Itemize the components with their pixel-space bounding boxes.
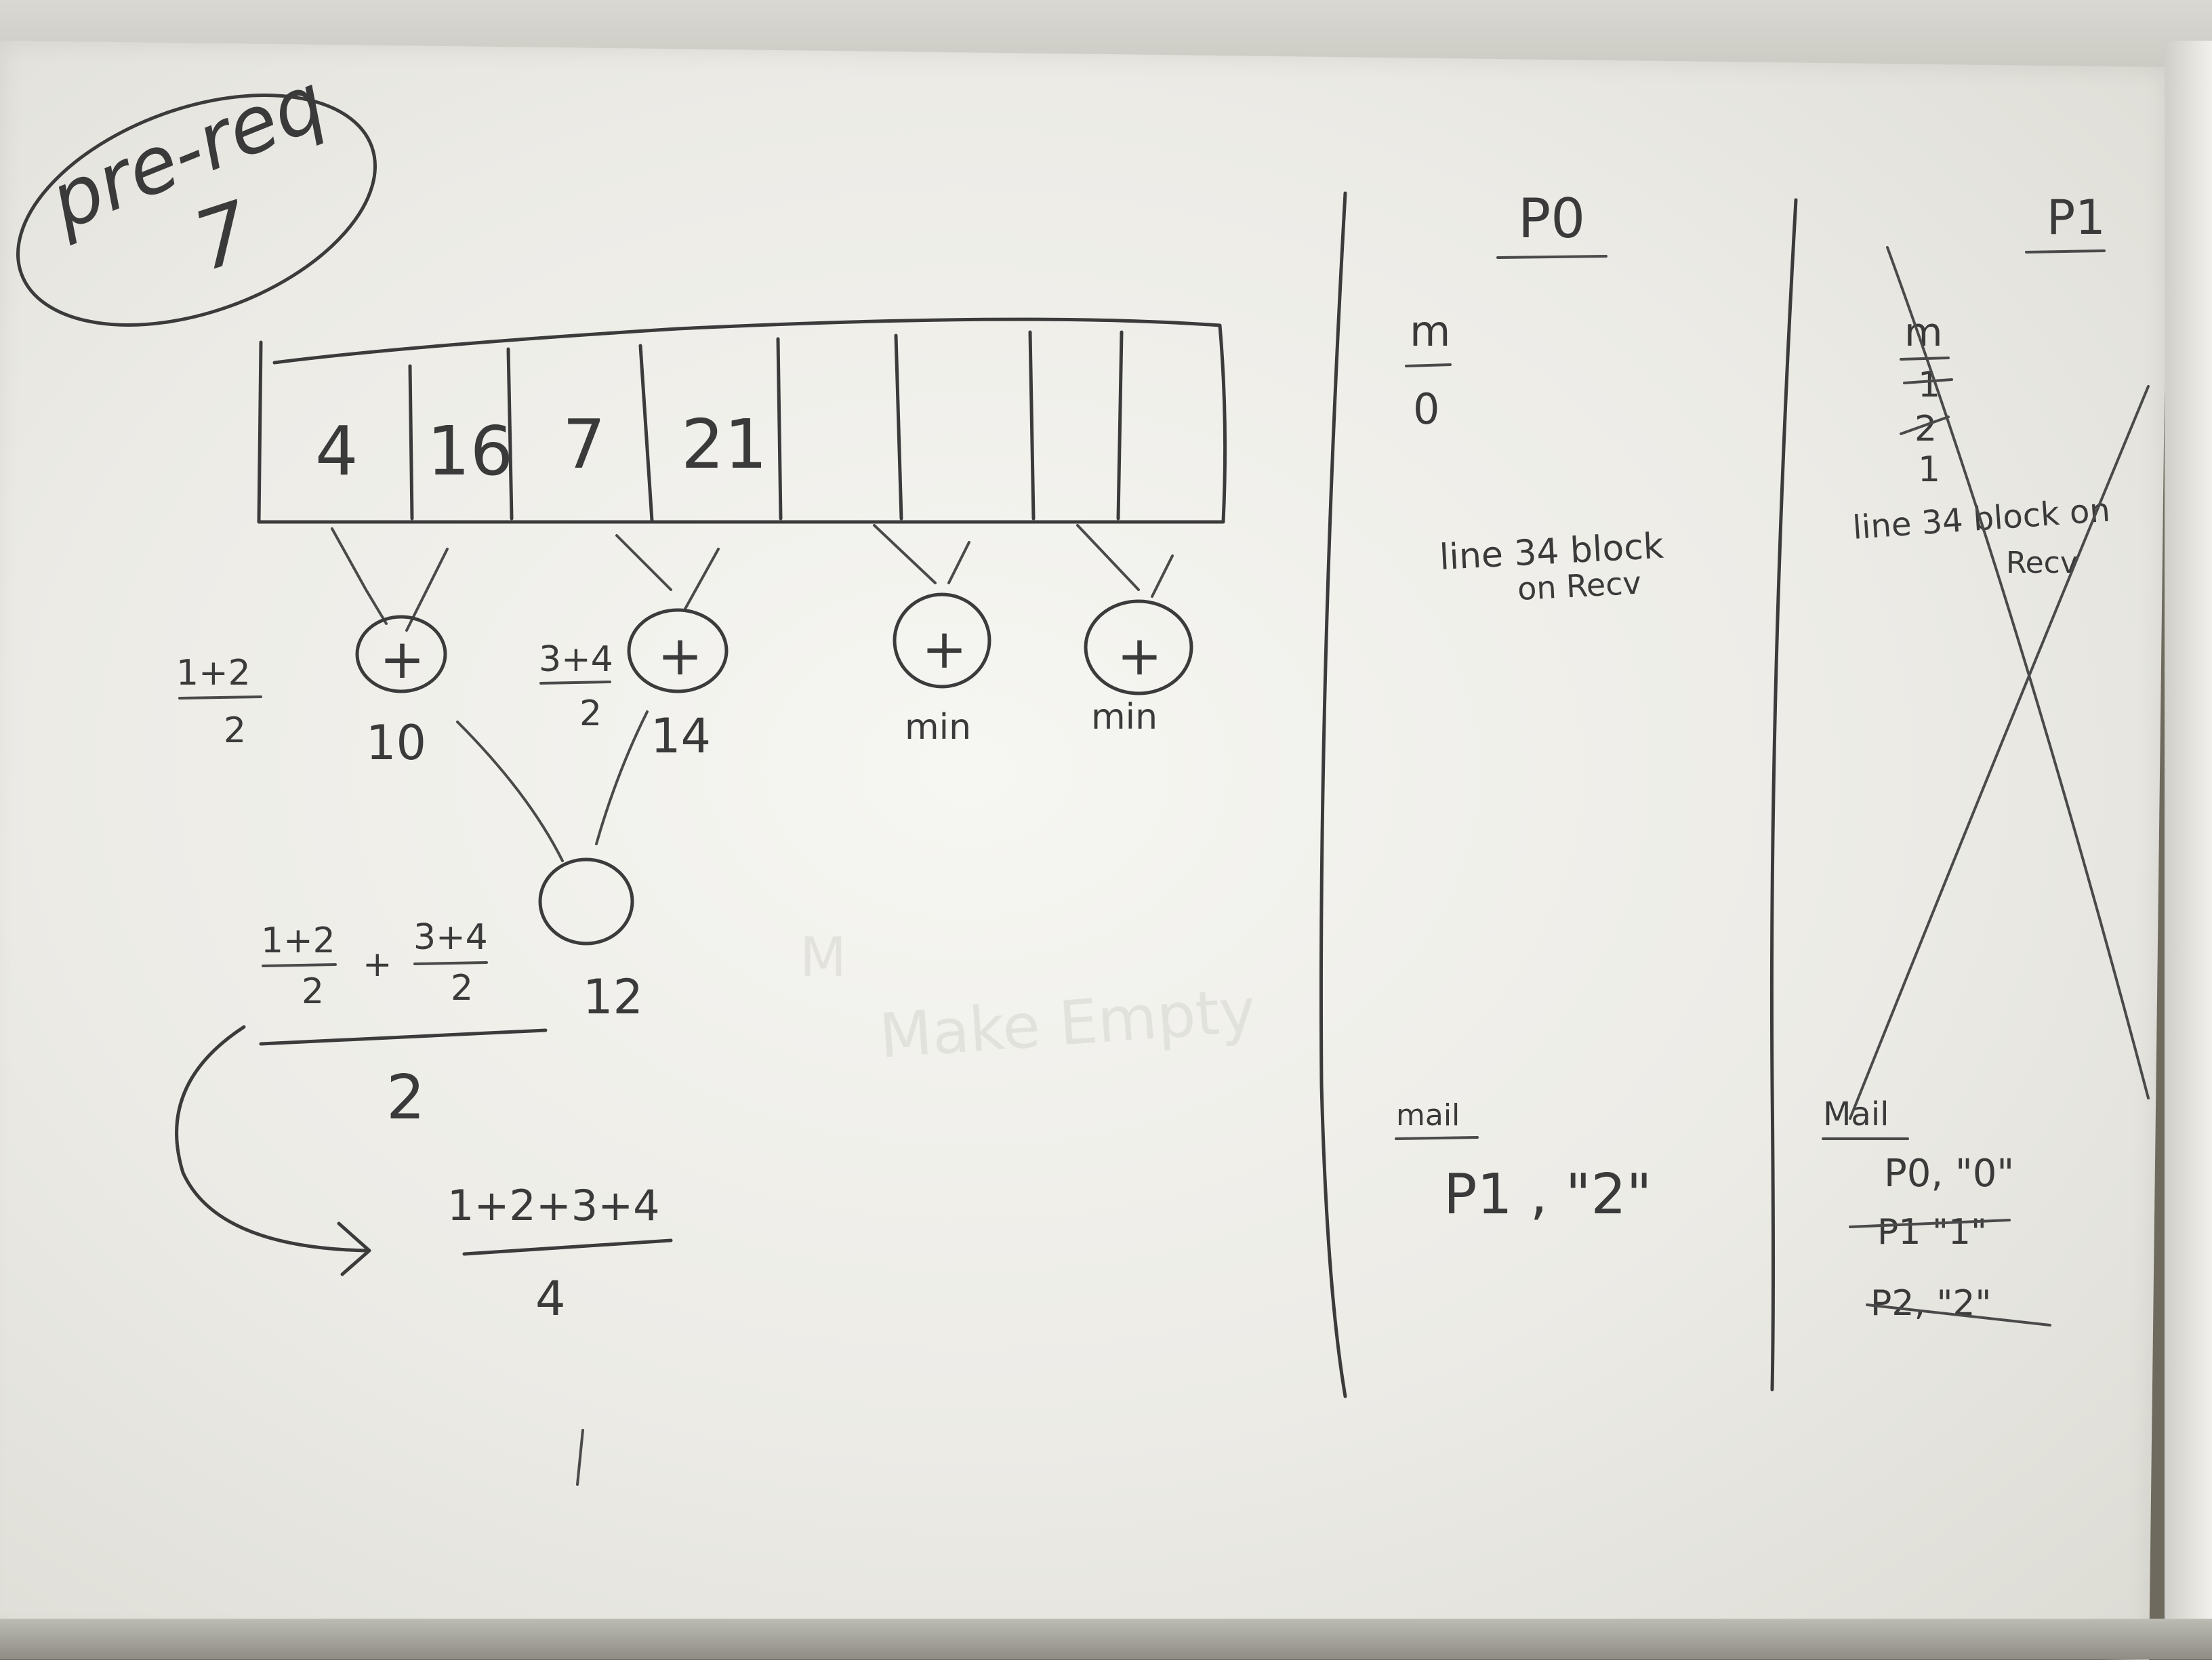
circled-note-line1: pre-req: [37, 56, 337, 248]
tree-node: [1084, 599, 1193, 695]
circled-note-line2: 7: [184, 184, 262, 290]
formula-right-den: 2: [451, 968, 473, 1009]
tree-labels: 10 14 min min 1+2 2 3+4 2 12: [176, 639, 1158, 1025]
frac1-den: 2: [224, 710, 246, 751]
whiteboard-right-frame: [2165, 41, 2212, 1627]
marker-tray: [0, 1619, 2212, 1659]
node-symbol: +: [922, 618, 967, 681]
node-symbol: +: [1117, 624, 1162, 687]
p0-note-line2: on Recv: [1517, 565, 1642, 607]
p0-m-value: 0: [1413, 384, 1439, 434]
p1-header: P1: [2047, 190, 2106, 245]
crossout-stroke: [1849, 385, 2150, 1120]
formula-left-den: 2: [302, 971, 324, 1012]
leaf-label-0: 10: [366, 715, 426, 771]
array-cell-1: 16: [427, 411, 513, 491]
formula: 1+2 2 + 3+4 2 2 1+2+3+4 4: [175, 917, 673, 1486]
circled-note: pre-req 7: [16, 56, 377, 327]
p0-mail-label: mail: [1396, 1098, 1460, 1133]
array-cell-0: 4: [315, 411, 359, 491]
tree-node: [893, 592, 991, 689]
root-label: 12: [583, 969, 643, 1025]
p1-mail-entry-0: P0, "0": [1884, 1152, 2014, 1196]
formula-result-num: 1+2+3+4: [447, 1181, 660, 1230]
tree-edges: [331, 524, 1174, 862]
array-cell-3: 21: [681, 405, 767, 484]
tree-node: [627, 608, 729, 693]
frac1-num: 1+2: [176, 653, 251, 693]
node-symbol: +: [380, 628, 425, 691]
formula-result-den: 4: [535, 1271, 566, 1327]
svg-text:M: M: [800, 926, 846, 989]
array-diagram: 4 16 7 21: [257, 317, 1227, 524]
array-cell-2: 7: [562, 405, 606, 484]
formula-left-num: 1+2: [261, 920, 335, 961]
frac2-den: 2: [579, 693, 602, 734]
p0-mail-entry: P1 , "2": [1443, 1162, 1652, 1227]
tree-root-node: [538, 857, 634, 946]
crossout-stroke: [1886, 246, 2150, 1099]
p1-mail-entry-1: P1 "1": [1877, 1212, 1987, 1253]
formula-right-num: 3+4: [413, 917, 488, 958]
p0-m-label: m: [1410, 306, 1450, 356]
p1-m-value-2: 1: [1918, 449, 1940, 490]
node-symbol: +: [657, 624, 703, 687]
frac2-num: 3+4: [539, 639, 613, 680]
p1-note-line2: Recv: [2006, 546, 2078, 580]
leaf-label-1: 14: [651, 708, 711, 764]
p1-column: P1 m 1 2 1 line 34 block on Recv Mail P0…: [1822, 190, 2150, 1327]
ghost-marks: Make Empty M: [800, 926, 1258, 1072]
leaf-label-3: min: [1091, 697, 1158, 737]
p0-column: P0 m 0 line 34 block on Recv mail P1 , "…: [1395, 187, 1664, 1227]
svg-text:Make Empty: Make Empty: [877, 975, 1258, 1072]
formula-plus: +: [363, 944, 392, 985]
column-dividers: [1319, 191, 1798, 1398]
formula-den: 2: [386, 1062, 425, 1133]
leaf-label-2: min: [905, 707, 971, 748]
tree-nodes: + + + +: [355, 592, 1193, 946]
p0-header: P0: [1518, 187, 1585, 250]
tree-node: [355, 615, 447, 693]
